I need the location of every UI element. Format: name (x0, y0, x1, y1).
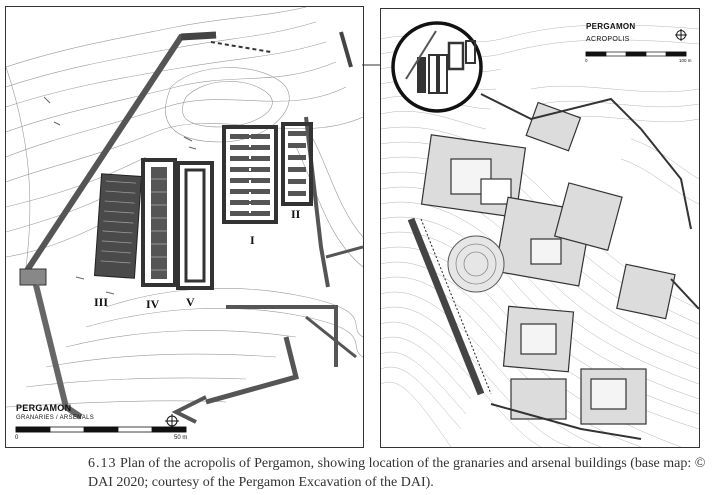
north-arrow-icon (675, 29, 687, 41)
fortification-wall (19, 31, 363, 424)
scale-start-label: 0 (15, 435, 19, 441)
map-subtitle: ACROPOLIS (586, 36, 630, 43)
building-ii (281, 122, 313, 206)
building-label-iv: IV (146, 297, 160, 311)
building-i (222, 125, 278, 224)
scale-end-label: 100 m (679, 58, 692, 63)
scale-start-label: 0 (585, 58, 588, 63)
map-title: PERGAMON (16, 403, 72, 413)
acropolis-plan-drawing (381, 21, 699, 447)
granaries-plan-panel: PERGAMON GRANARIES / ARSENALS 0 50 m I I… (5, 6, 364, 448)
scale-bar (585, 51, 687, 57)
building-label-v: V (186, 295, 195, 309)
caption-number: 6.13 (88, 456, 117, 471)
building-iv (141, 158, 177, 287)
map-subtitle: GRANARIES / ARSENALS (16, 415, 95, 421)
theatre-terrace (407, 217, 505, 396)
scale-bar (15, 426, 187, 433)
map-title: PERGAMON (586, 22, 636, 31)
walls (480, 93, 699, 440)
north-arrow-icon (165, 414, 179, 428)
building-v (176, 161, 214, 290)
figure-caption: 6.13 Plan of the acropolis of Pergamon, … (88, 454, 708, 492)
terrain-marks (43, 96, 197, 295)
building-label-ii: II (291, 207, 301, 221)
building-label-i: I (250, 233, 255, 247)
scale-end-label: 50 m (174, 435, 188, 441)
building-complexes (420, 101, 676, 425)
building-iii (93, 173, 143, 279)
caption-text: Plan of the acropolis of Pergamon, showi… (88, 456, 706, 490)
figure: PERGAMON GRANARIES / ARSENALS 0 50 m I I… (5, 6, 700, 448)
granaries-plan-drawing (6, 7, 363, 433)
granaries-highlight-circle (391, 21, 483, 113)
acropolis-plan-panel: PERGAMON ACROPOLIS 0 100 m (380, 8, 700, 448)
building-label-iii: III (94, 295, 109, 309)
